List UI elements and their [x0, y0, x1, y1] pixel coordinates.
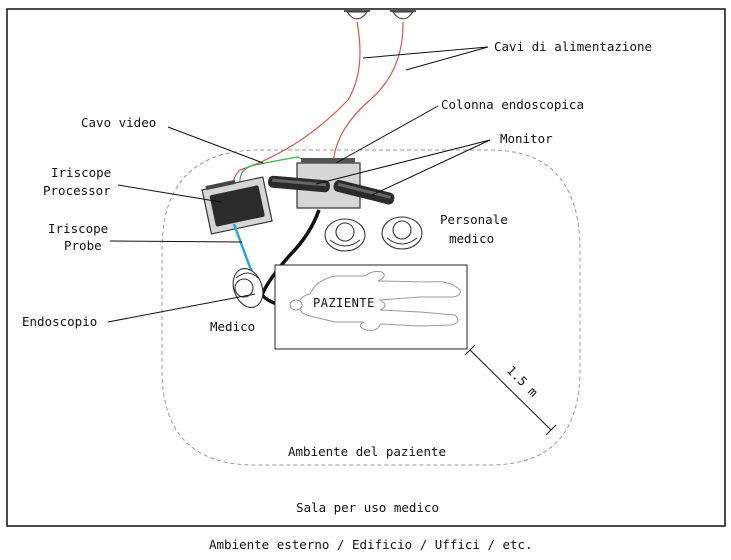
medical-staff-figure-2 [381, 216, 423, 250]
monitor-right [333, 179, 395, 205]
label-video-cable: Cavo video [81, 115, 156, 130]
patient-figure [297, 271, 461, 331]
leader-iriscope-probe [109, 240, 243, 243]
medical-staff-figure-1 [324, 218, 366, 252]
distance-line [469, 349, 552, 431]
label-monitor: Monitor [500, 131, 553, 146]
label-medical-room: Sala per uso medico [296, 500, 439, 515]
label-iriscope-processor-1: Iriscope [51, 165, 111, 180]
label-endoscopic-column: Colonna endoscopica [441, 97, 584, 112]
leader-endoscopic-column [335, 105, 439, 164]
leader-power-cables-1 [362, 46, 489, 59]
leader-endoscope [107, 293, 256, 323]
label-patient-environment: Ambiente del paziente [288, 444, 446, 459]
ceiling-socket-right [390, 9, 416, 20]
doctor-figure [232, 268, 264, 308]
label-iriscope-processor-2: Processor [43, 183, 111, 198]
label-outside-environment: Ambiente esterno / Edificio / Uffici / e… [209, 537, 533, 552]
monitor-left [268, 175, 330, 193]
distance-tick-start [464, 344, 476, 356]
label-patient: PAZIENTE [313, 296, 375, 310]
label-endoscope: Endoscopio [22, 314, 97, 329]
label-doctor: Medico [210, 319, 255, 334]
power-cable-processor [233, 21, 361, 189]
ceiling-socket-left [344, 9, 370, 20]
label-medical-staff-2: medico [449, 231, 494, 246]
patient-head [289, 299, 303, 311]
leader-monitor-1 [315, 139, 491, 185]
distance-tick-end [545, 424, 557, 436]
leader-video-cable [167, 126, 264, 164]
leader-iriscope-processor [117, 184, 222, 203]
label-power-cables: Cavi di alimentazione [494, 39, 652, 54]
label-medical-staff-1: Personale [440, 212, 508, 227]
label-iriscope-probe-1: Iriscope [48, 221, 108, 236]
patient-environment-boundary [161, 149, 581, 466]
label-iriscope-probe-2: Probe [64, 238, 102, 253]
power-cable-column [332, 21, 404, 166]
iriscope-processor [201, 176, 273, 235]
leader-power-cables-2 [405, 46, 489, 71]
leader-monitor-2 [371, 139, 491, 196]
